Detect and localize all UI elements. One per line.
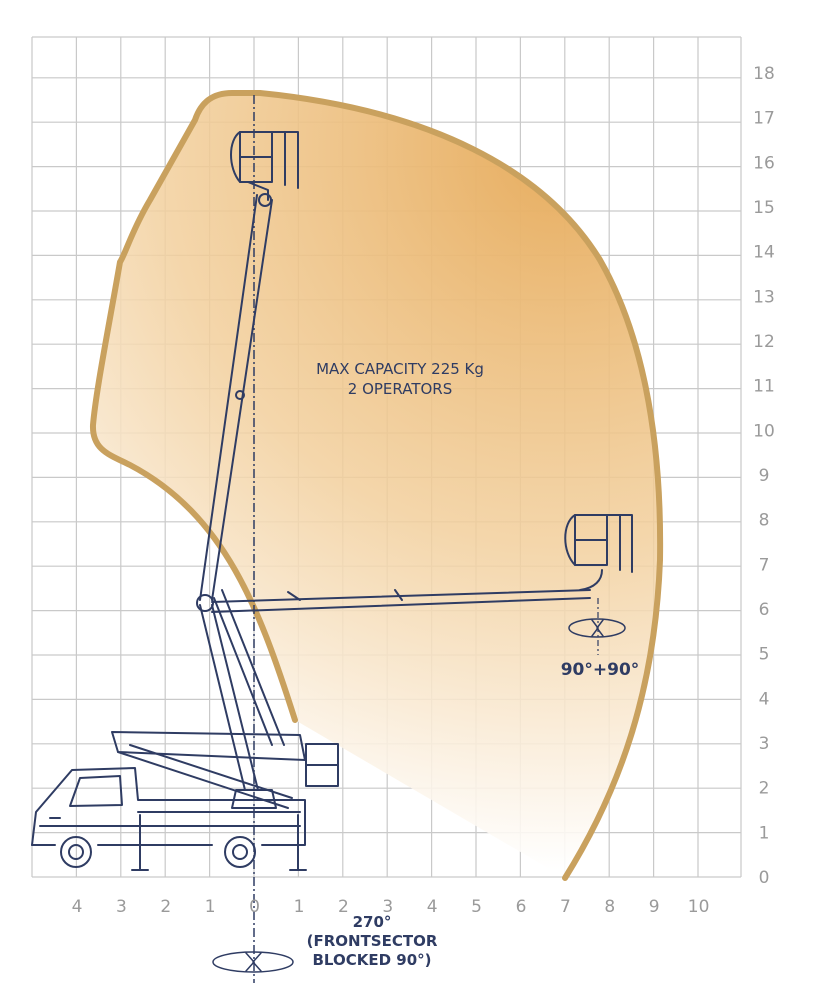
capacity-label-line1: MAX CAPACITY 225 Kg bbox=[316, 360, 484, 378]
height-tick-label: 2 bbox=[759, 779, 770, 799]
height-tick-label: 13 bbox=[753, 287, 775, 307]
top-basket bbox=[230, 131, 299, 201]
height-tick-label: 6 bbox=[759, 600, 770, 620]
height-tick-label: 8 bbox=[759, 511, 770, 531]
turret-rotation-icon bbox=[212, 951, 294, 973]
height-tick-label: 9 bbox=[759, 466, 770, 486]
outreach-tick-label: 8 bbox=[604, 897, 615, 917]
height-tick-label: 14 bbox=[753, 243, 775, 263]
outreach-tick-label: 10 bbox=[688, 897, 710, 917]
outreach-tick-label: 1 bbox=[294, 897, 305, 917]
outreach-tick-label: 4 bbox=[427, 897, 438, 917]
outreach-tick-label: 1 bbox=[205, 897, 216, 917]
main-boom-horizontal bbox=[211, 569, 603, 613]
height-tick-label: 11 bbox=[753, 377, 775, 397]
height-tick-label: 10 bbox=[753, 421, 775, 441]
height-tick-label: 12 bbox=[753, 332, 775, 352]
height-tick-label: 16 bbox=[753, 153, 775, 173]
outreach-tick-label: 7 bbox=[560, 897, 571, 917]
height-tick-label: 15 bbox=[753, 198, 775, 218]
platform-rotation-label: 90°+90° bbox=[561, 660, 640, 680]
outreach-tick-label: 4 bbox=[72, 897, 83, 917]
outreach-tick-label: 6 bbox=[516, 897, 527, 917]
outreach-tick-label: 2 bbox=[160, 897, 171, 917]
height-tick-label: 18 bbox=[753, 64, 775, 84]
outreach-tick-label: 9 bbox=[649, 897, 660, 917]
capacity-label-line2: 2 OPERATORS bbox=[348, 380, 452, 398]
height-tick-label: 5 bbox=[759, 645, 770, 665]
lower-arms bbox=[196, 589, 285, 791]
outreach-tick-label: 3 bbox=[382, 897, 393, 917]
turret-rotation-label-line1: 270° bbox=[353, 913, 392, 931]
outreach-tick-label: 2 bbox=[338, 897, 349, 917]
outreach-tick-label: 5 bbox=[471, 897, 482, 917]
platform-rotation-icon bbox=[568, 618, 626, 638]
working-envelope bbox=[89, 90, 664, 881]
main-boom-vertical bbox=[199, 193, 273, 601]
height-tick-label: 1 bbox=[759, 823, 770, 843]
height-tick-label: 17 bbox=[753, 109, 775, 129]
height-tick-label: 3 bbox=[759, 734, 770, 754]
outreach-tick-label: 3 bbox=[116, 897, 127, 917]
height-tick-label: 4 bbox=[759, 689, 770, 709]
outreach-tick-label: 0 bbox=[249, 897, 260, 917]
height-tick-label: 0 bbox=[759, 868, 770, 888]
turret-rotation-label-line3: BLOCKED 90°) bbox=[313, 951, 432, 969]
side-basket bbox=[564, 514, 633, 573]
aerial-platform-truck bbox=[31, 131, 633, 973]
height-tick-label: 7 bbox=[759, 555, 770, 575]
truck bbox=[31, 767, 307, 871]
turret bbox=[231, 789, 277, 809]
turret-rotation-label-line2: (FRONTSECTOR bbox=[307, 932, 438, 950]
